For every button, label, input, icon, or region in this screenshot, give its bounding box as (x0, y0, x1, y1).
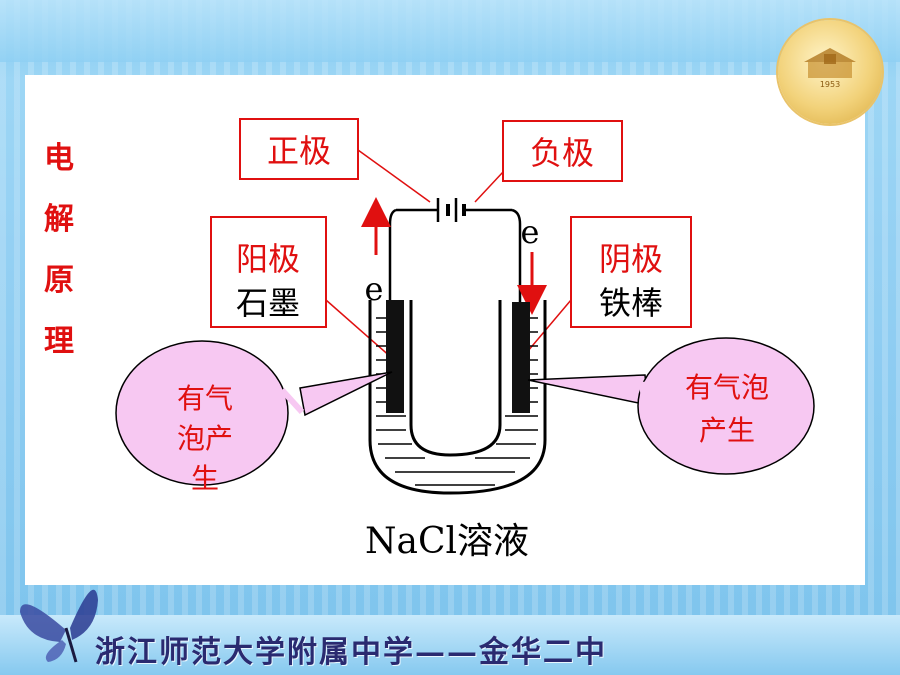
electron-label-right: e (521, 213, 540, 251)
logo-year: 1953 (819, 80, 841, 89)
bubble-right-line: 有气泡 (685, 371, 769, 404)
negative-pole-box (502, 120, 623, 182)
cathode-material: 铁棒 (599, 284, 663, 322)
bubble-right-line: 产生 (699, 414, 755, 447)
solution-label: NaCl溶液 (365, 521, 529, 562)
positive-pole-label: 正极 (267, 132, 331, 170)
side-title: 电 解 原 理 (34, 128, 84, 372)
school-logo: 1953 (778, 20, 882, 124)
battery-icon (396, 198, 512, 222)
butterfly-icon (20, 589, 98, 663)
bubble-left-line: 泡产 (177, 422, 233, 455)
pointer-anode (325, 299, 393, 359)
pointer-positive (357, 149, 431, 203)
negative-pole-label: 负极 (530, 134, 594, 172)
pointer-negative (474, 171, 504, 203)
anode-box (210, 216, 327, 328)
building-icon (804, 48, 856, 78)
top-band (0, 0, 900, 62)
side-title-char: 解 (44, 202, 74, 237)
anode-material: 石墨 (236, 284, 300, 322)
content-panel (25, 75, 865, 585)
bubble-left (115, 340, 393, 486)
wire-left (388, 208, 397, 315)
positive-pole-box (239, 118, 359, 180)
side-title-char: 电 (44, 141, 74, 176)
cathode-box (570, 216, 692, 328)
school-name: 浙江师范大学附属中学——金华二中 (95, 635, 607, 670)
cathode-electrode (512, 302, 530, 413)
anode-label: 阳极 (236, 240, 300, 278)
wire-right (511, 208, 522, 315)
side-title-char: 原 (44, 263, 74, 298)
bubble-left-line: 生 (191, 462, 219, 495)
anode-electrode (386, 300, 404, 413)
cathode-label: 阴极 (599, 240, 663, 278)
side-title-char: 理 (44, 324, 74, 359)
bubble-left-line: 有气 (177, 382, 233, 415)
bubble-right (527, 337, 815, 475)
bottom-band (0, 615, 900, 675)
electron-label-left: e (365, 270, 384, 308)
